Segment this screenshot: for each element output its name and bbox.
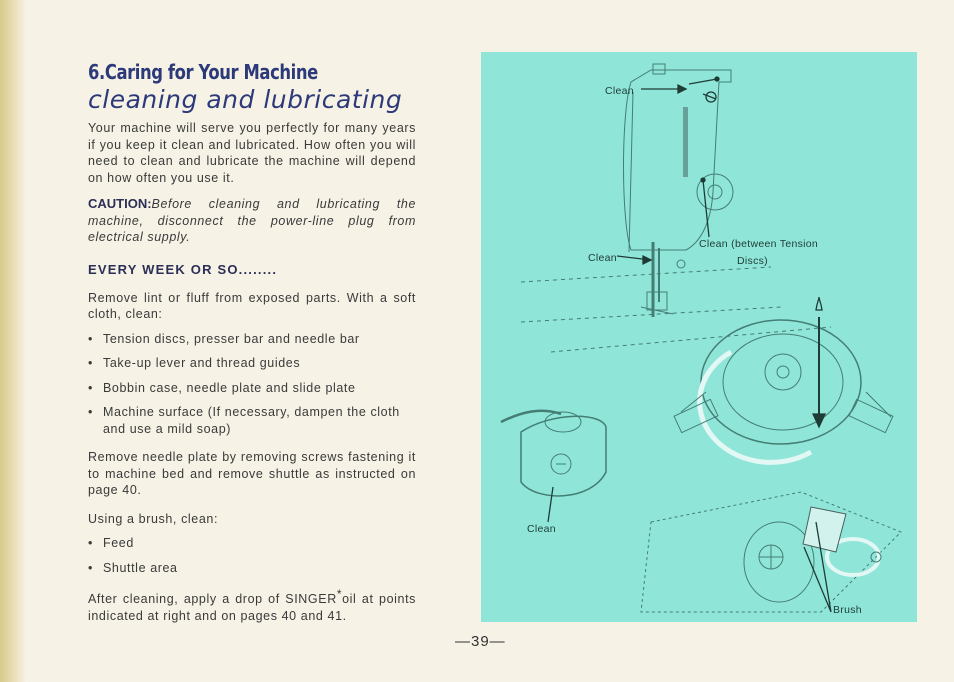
remove-lint-paragraph: Remove lint or fluff from exposed parts.…	[88, 290, 416, 322]
section-title: 6.Caring for Your Machine	[88, 60, 318, 84]
intro-paragraph: Your machine will serve you perfectly fo…	[88, 121, 416, 185]
weekly-heading: EVERY WEEK OR SO........	[88, 261, 278, 277]
label-clean-bobbin: Clean	[527, 523, 556, 535]
label-clean-top: Clean	[605, 85, 634, 97]
bullet-mark: •	[88, 380, 93, 395]
illustration-panel: Clean Clean Clean (between Tension Discs…	[481, 52, 917, 622]
caution-paragraph: CAUTION:Before cleaning and lubricating …	[88, 196, 416, 246]
brush-intro: Using a brush, clean:	[88, 511, 219, 526]
label-clean-tension-line2: Discs)	[737, 255, 768, 267]
text-column: 6.Caring for Your Machine cleaning and l…	[88, 60, 416, 624]
oil-paragraph: After cleaning, apply a drop of SINGER*o…	[88, 587, 416, 623]
list-item: •Tension discs, presser bar and needle b…	[88, 331, 360, 346]
bullet-mark: •	[88, 405, 93, 419]
list-item: •Feed	[88, 536, 134, 550]
brush-clean-list: •Feed •Shuttle area	[88, 535, 416, 576]
caution-text: Before cleaning and lubricating the mach…	[88, 197, 416, 244]
bullet-mark: •	[88, 356, 93, 370]
list-item: •Bobbin case, needle plate and slide pla…	[88, 380, 356, 395]
caution-label: CAUTION:	[88, 196, 152, 211]
bullet-mark: •	[88, 536, 93, 550]
bullet-mark: •	[88, 560, 93, 575]
label-clean-tension-line1: Clean (between Tension	[699, 238, 819, 250]
section-subtitle: cleaning and lubricating	[88, 85, 403, 114]
label-clean-left: Clean	[588, 252, 617, 264]
cloth-clean-list: •Tension discs, presser bar and needle b…	[88, 331, 416, 438]
list-item: •Machine surface (If necessary, dampen t…	[88, 405, 400, 436]
asterisk-mark: *	[336, 587, 343, 601]
bullet-mark: •	[88, 331, 93, 346]
remove-plate-paragraph: Remove needle plate by removing screws f…	[88, 450, 416, 497]
page-number: —39—	[455, 633, 506, 650]
list-item: •Shuttle area	[88, 560, 178, 575]
list-item: •Take-up lever and thread guides	[88, 356, 301, 370]
book-spine-shadow	[0, 0, 26, 682]
label-brush: Brush	[833, 604, 862, 616]
machine-illustration	[500, 63, 902, 613]
